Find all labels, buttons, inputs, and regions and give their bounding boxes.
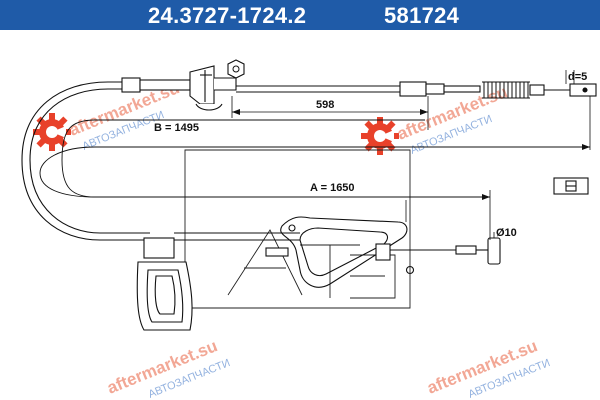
end-rod: [529, 83, 597, 97]
spring-coil: [482, 81, 530, 99]
ate-logo-outline: [184, 149, 411, 309]
lower-cable: [174, 232, 300, 241]
dimension-diameter-label: Ø10: [496, 227, 517, 239]
dimension-a-label: A = 1650: [310, 182, 355, 194]
part-number: 24.3727-1724.2: [148, 3, 307, 28]
dimension-598-label: 598: [316, 99, 334, 111]
right-end-fitting: [399, 81, 481, 97]
ferrule: [265, 243, 488, 261]
header-bar: 24.3727-1724.2 581724: [0, 0, 600, 30]
cable-end-cross-section: [553, 177, 589, 195]
cable-sheath: [21, 81, 150, 241]
dimension-b-label: B = 1495: [154, 122, 199, 134]
dimension-lines: [231, 70, 591, 240]
dimension-d-label: d=5: [568, 71, 587, 83]
top-left-fitting: [121, 65, 237, 111]
inner-cable-top: [236, 85, 400, 93]
dimension-arrows: [232, 109, 590, 200]
mounting-bracket: [136, 237, 193, 331]
dimension-loops: [39, 119, 590, 198]
barrel-end: [487, 237, 501, 265]
wire-guide-bracket: [280, 216, 415, 288]
reference-number: 581724: [384, 3, 460, 28]
watermark-3: aftermarket.su АВТОЗАПЧАСТИ: [104, 336, 232, 400]
nut-icon: [227, 59, 245, 79]
watermark-4: aftermarket.su АВТОЗАПЧАСТИ: [424, 336, 552, 400]
